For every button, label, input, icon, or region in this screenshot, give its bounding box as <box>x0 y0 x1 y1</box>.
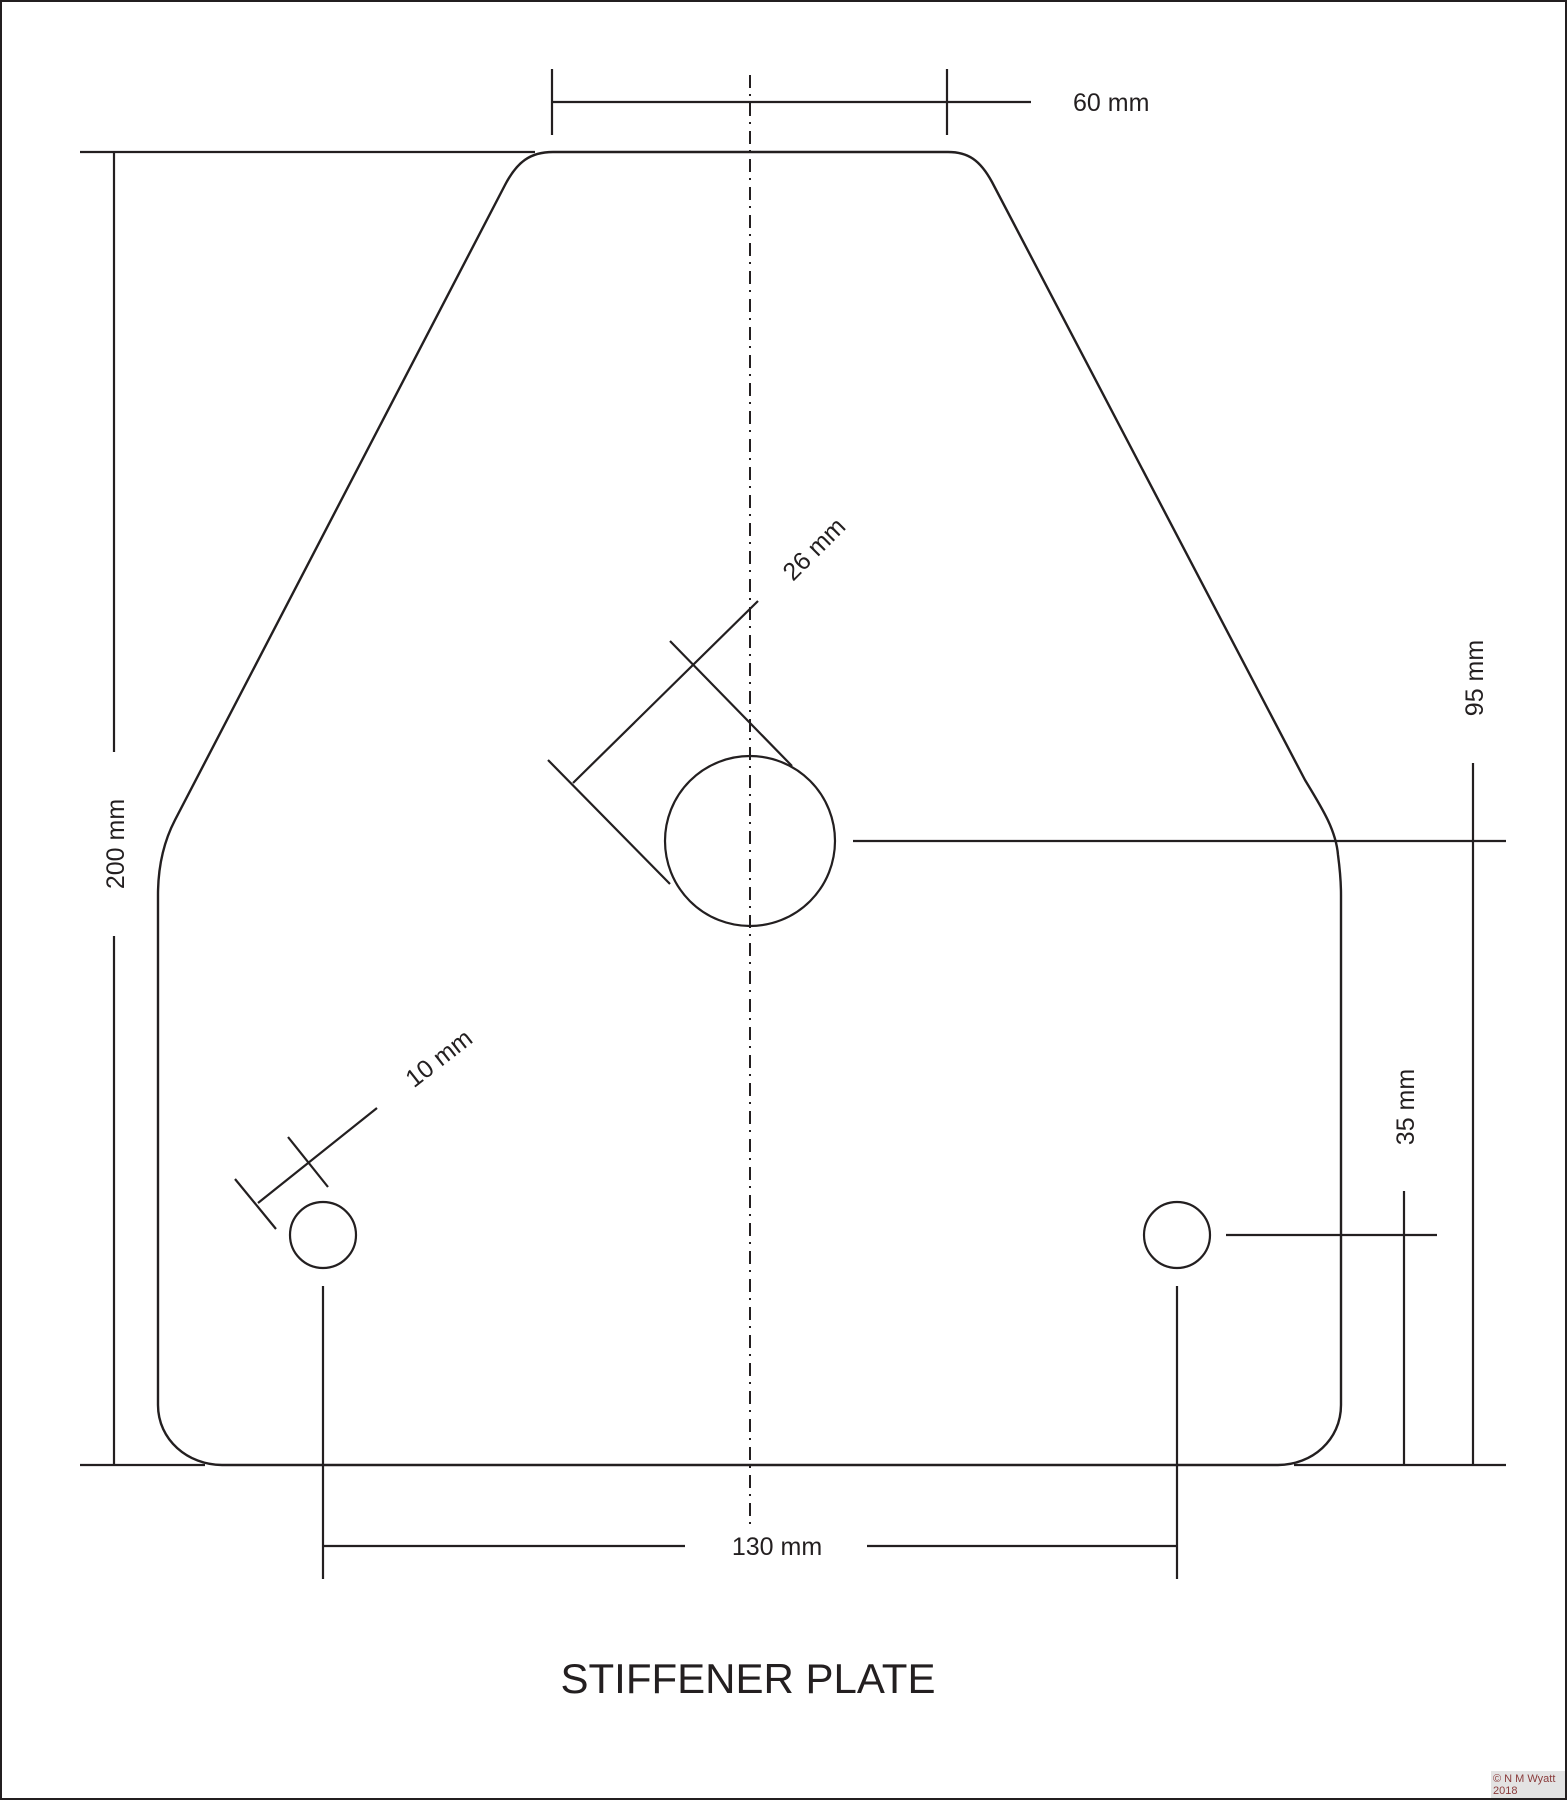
dim-label-small-hole-spacing: 130 mm <box>732 1533 822 1561</box>
dim-label-small-hole-diameter: 10 mm <box>400 1024 477 1093</box>
dim-label-overall-height: 200 mm <box>102 799 130 889</box>
dim-label-large-hole-diameter: 26 mm <box>777 512 851 586</box>
plate-outline <box>156 150 1343 1467</box>
dimension-small-hole-diameter: 10 mm <box>234 1024 478 1230</box>
copyright-notice: © N M Wyatt 2018 <box>1491 1771 1565 1798</box>
large-hole <box>663 754 837 928</box>
drawing-title: STIFFENER PLATE <box>561 1655 936 1702</box>
small-hole-left <box>288 1200 358 1270</box>
dim-label-top-width: 60 mm <box>1073 89 1149 117</box>
dimension-top-width: 60 mm <box>550 69 1149 135</box>
dimension-overall-height: 200 mm <box>80 150 535 1467</box>
dim-label-small-hole-height: 35 mm <box>1392 1069 1420 1145</box>
dimension-large-hole-height: 95 mm <box>853 640 1506 1467</box>
dim-label-large-hole-height: 95 mm <box>1461 640 1489 716</box>
dimension-small-hole-spacing: 130 mm <box>321 1286 1179 1579</box>
small-hole-right <box>1142 1200 1212 1270</box>
dimension-small-hole-height: 35 mm <box>1226 1069 1437 1465</box>
dimension-large-hole-diameter: 26 mm <box>547 512 851 885</box>
copyright-line-1: © N M Wyatt <box>1493 1773 1556 1785</box>
copyright-line-2: 2018 <box>1493 1785 1518 1797</box>
